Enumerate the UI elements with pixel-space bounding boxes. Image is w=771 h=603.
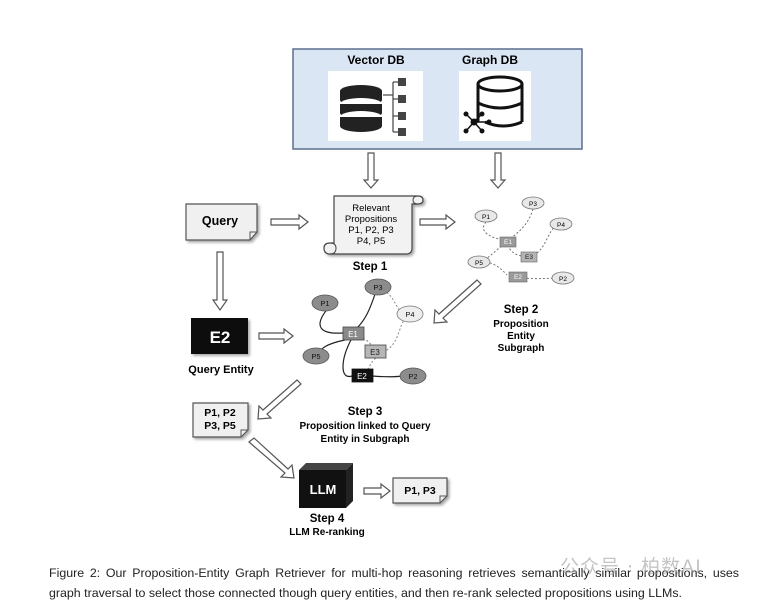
- final-propositions-label: P1, P3: [404, 485, 436, 497]
- final-propositions-box: P1, P3: [392, 477, 448, 504]
- small-entity-e3: [520, 251, 538, 263]
- small-entity-e1: [499, 236, 517, 248]
- candidate-line-1: P1, P2: [204, 407, 236, 419]
- small-node-p3: [521, 196, 545, 210]
- big-entity-e3: [364, 344, 387, 359]
- scroll-line-3: P1, P2, P3: [348, 225, 393, 236]
- big-subgraph: P1 P3 P4 P5 P2 E1 E3 E2: [302, 278, 427, 385]
- small-node-p5-label: P5: [475, 260, 483, 267]
- step1-label: Step 1: [353, 261, 388, 273]
- query-entity-caption: Query Entity: [188, 364, 254, 376]
- big-node-p3-label: P3: [373, 283, 382, 292]
- big-node-p1-label: P1: [320, 299, 329, 308]
- vector-db-title: Vector DB: [347, 53, 405, 67]
- subgraph-to-step3-arrow: [433, 279, 482, 324]
- small-entity-e2: [508, 271, 528, 283]
- step2-line-2: Proposition: [493, 319, 549, 330]
- small-node-p4-label: P4: [557, 222, 565, 229]
- step3-line-2: Proposition linked to Query: [299, 421, 431, 432]
- step3-line-1: Step 3: [348, 406, 383, 418]
- llm-cube: LLM: [299, 463, 353, 508]
- query-box: Query: [185, 203, 258, 241]
- small-node-p2-label: P2: [559, 276, 567, 283]
- query-label: Query: [202, 214, 238, 228]
- small-entity-e1-label: E1: [504, 239, 512, 246]
- step2-label: Step 2 Proposition Entity Subgraph: [493, 304, 549, 354]
- vector-db-down-arrow: [362, 152, 380, 189]
- big-node-p5: [302, 347, 330, 365]
- graph-db-down-arrow: [489, 152, 507, 189]
- scroll-line-2: Propositions: [345, 214, 398, 225]
- db-arrows: [362, 152, 507, 189]
- big-node-p2-label: P2: [408, 372, 417, 381]
- small-node-p1: [474, 209, 498, 223]
- query-entity-box: E2: [191, 318, 248, 354]
- small-node-p3-label: P3: [529, 201, 537, 208]
- scroll-line-1: Relevant: [352, 203, 390, 214]
- vector-db-icon: [328, 71, 423, 141]
- step3-label: Step 3 Proposition linked to Query Entit…: [299, 406, 431, 445]
- step4-line-2: LLM Re-ranking: [289, 527, 365, 538]
- big-entity-e3-label: E3: [370, 348, 380, 357]
- candidate-propositions-box: P1, P2 P3, P5: [192, 402, 249, 438]
- step2-line-1: Step 2: [504, 304, 539, 316]
- big-node-p5-label: P5: [311, 352, 320, 361]
- small-node-p2: [551, 271, 575, 285]
- big-entity-e2: [351, 368, 374, 383]
- query-entity-label: E2: [210, 328, 231, 347]
- big-node-p4-label: P4: [405, 310, 414, 319]
- small-node-p5: [467, 255, 491, 269]
- scroll-line-4: P4, P5: [357, 236, 386, 247]
- candidate-line-2: P3, P5: [204, 420, 236, 432]
- small-node-p1-label: P1: [482, 214, 490, 221]
- propositions-to-subgraph-arrow: [419, 213, 456, 231]
- small-node-p4: [549, 217, 573, 231]
- step2-line-4: Subgraph: [498, 343, 545, 354]
- entity-to-graph-arrow: [258, 327, 294, 345]
- step2-line-3: Entity: [507, 331, 535, 342]
- small-subgraph: P1 P3 P4 P5 P2 E1 E3 E2: [467, 196, 575, 285]
- step4-line-1: Step 4: [310, 513, 345, 525]
- query-to-propositions-arrow: [270, 213, 309, 231]
- big-entity-e1-label: E1: [348, 330, 358, 339]
- big-entity-e1: [342, 326, 365, 341]
- big-node-p1: [311, 294, 339, 312]
- step4-label: Step 4 LLM Re-ranking: [289, 513, 365, 538]
- graph-to-results-arrow: [257, 379, 302, 420]
- query-to-entity-arrow: [211, 251, 229, 312]
- llm-label: LLM: [310, 482, 337, 497]
- watermark: 公众号 · 柏数AI: [560, 556, 702, 578]
- big-node-p4: [396, 305, 424, 323]
- results-to-llm-arrow: [248, 437, 295, 479]
- big-node-p3: [364, 278, 392, 296]
- relevant-propositions-scroll: Relevant Propositions P1, P2, P3 P4, P5: [323, 195, 424, 255]
- small-entity-e3-label: E3: [525, 254, 533, 261]
- database-panel: Vector DB Graph DB: [292, 48, 583, 150]
- big-entity-e2-label: E2: [357, 372, 367, 381]
- graph-db-icon: [459, 71, 531, 141]
- step3-line-3: Entity in Subgraph: [321, 434, 410, 445]
- small-entity-e2-label: E2: [514, 274, 522, 281]
- llm-to-final-arrow: [363, 482, 391, 500]
- big-node-p2: [399, 367, 427, 385]
- figure-caption: Figure 2: Our Proposition-Entity Graph R…: [49, 566, 739, 600]
- graph-db-title: Graph DB: [462, 53, 518, 67]
